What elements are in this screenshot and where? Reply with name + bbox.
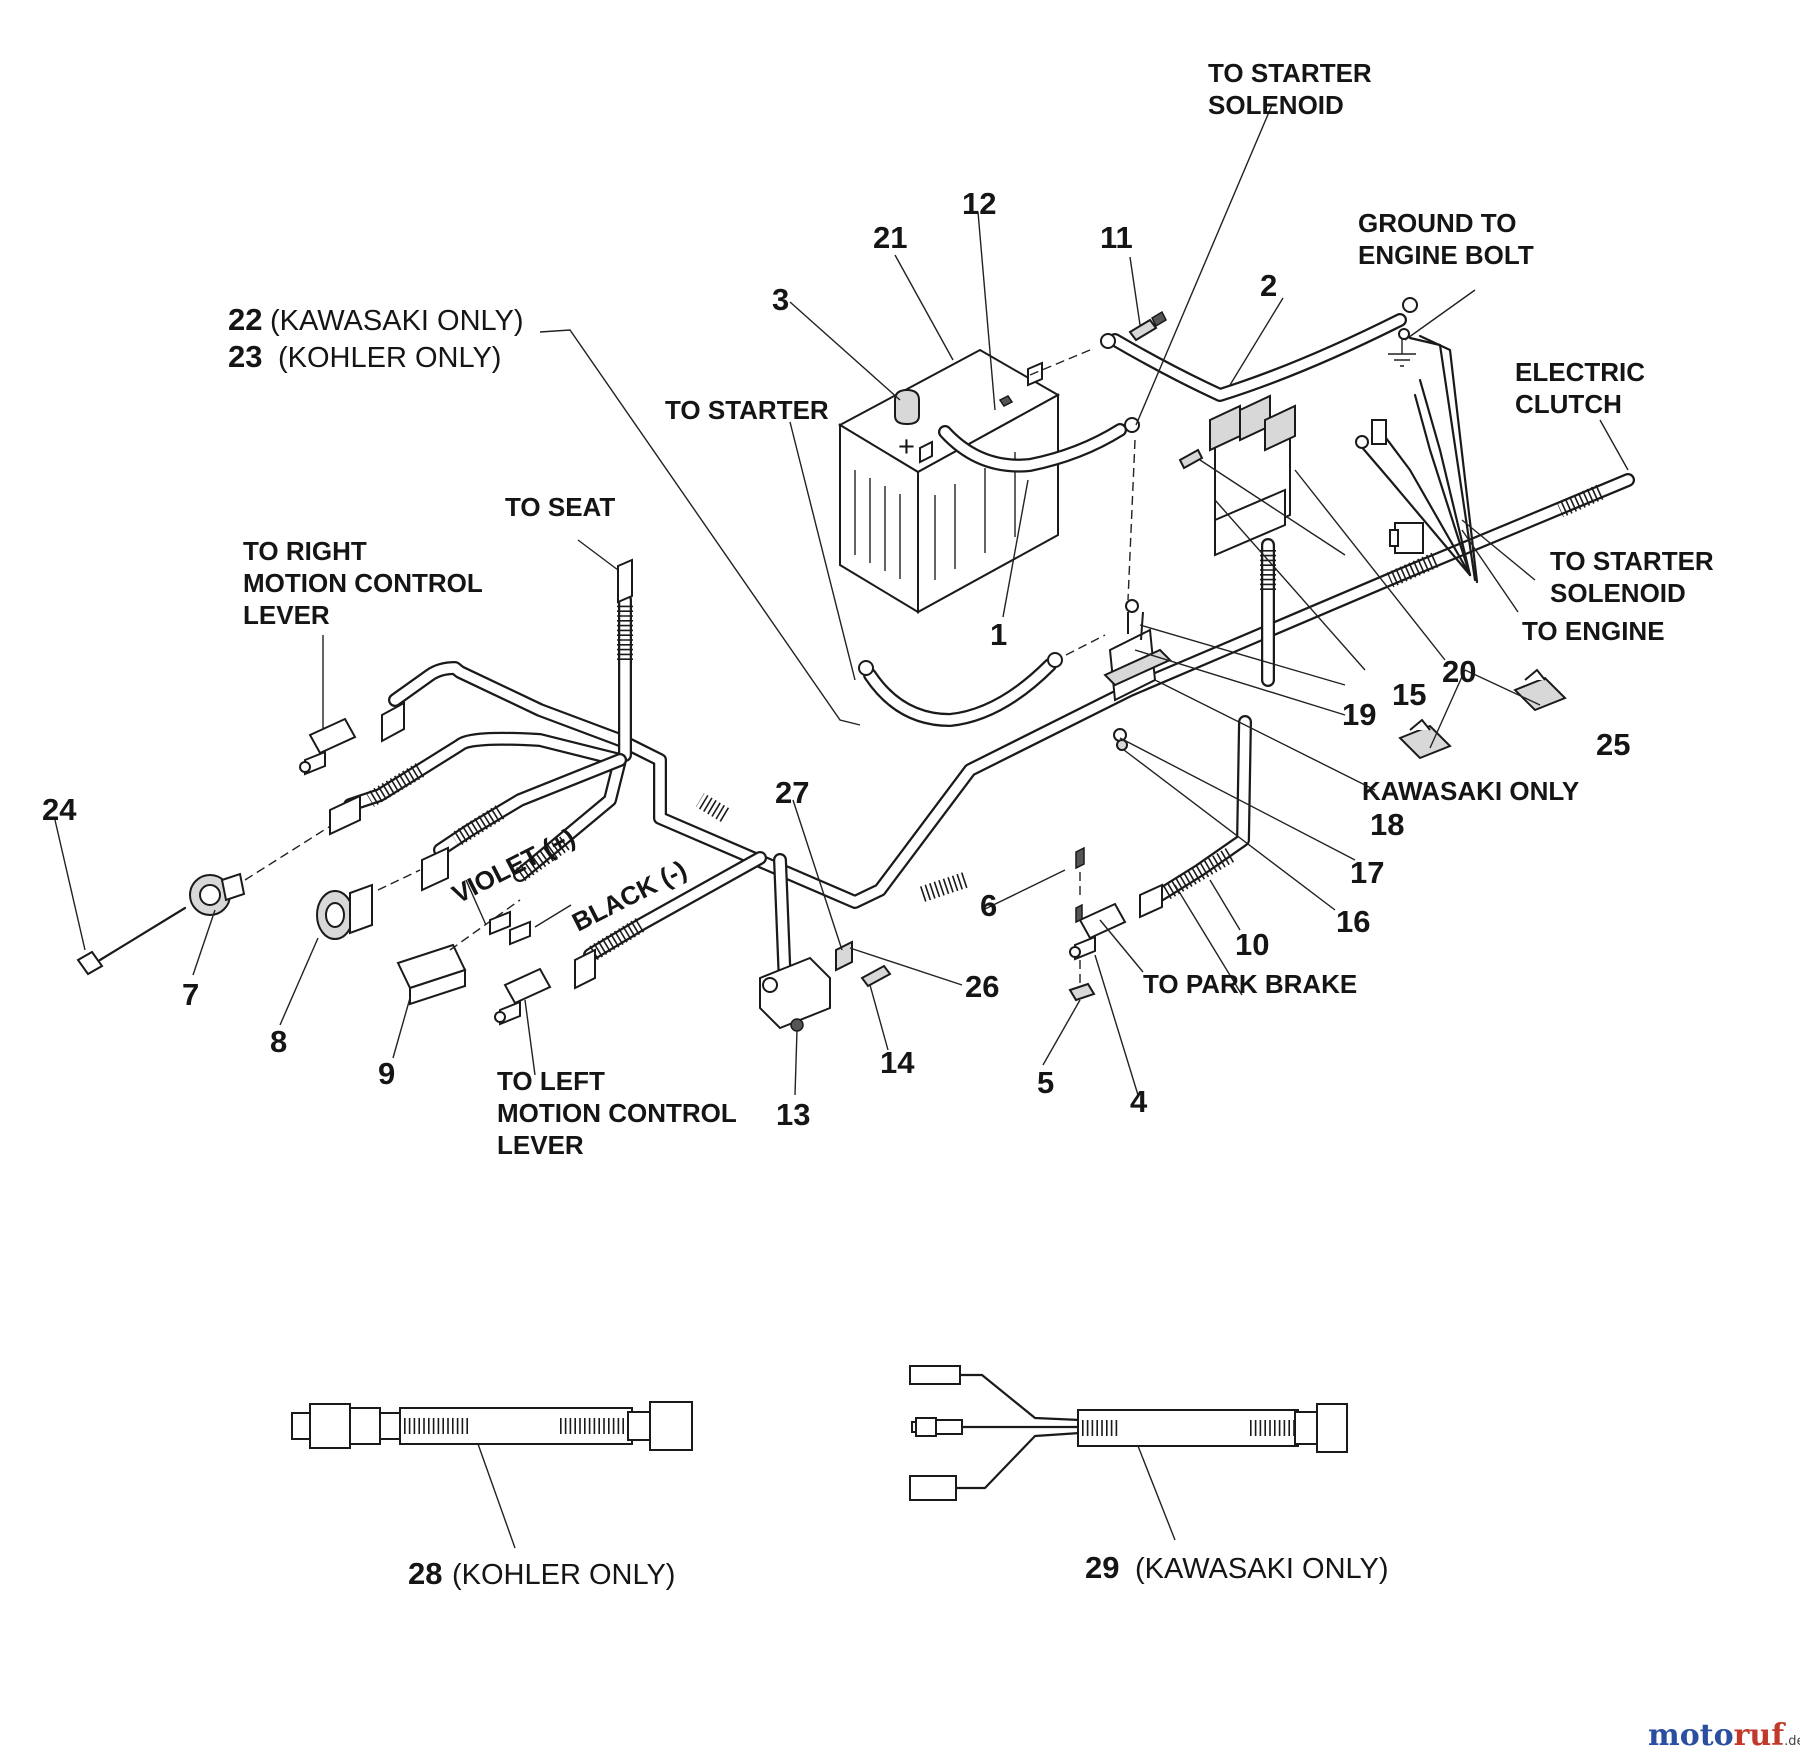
label-to-starter-solenoid-top-l2: SOLENOID [1208,90,1344,120]
harness-connectors [329,558,1163,990]
note-22-kawasaki-only: (KAWASAKI ONLY) [270,305,524,337]
callout-14: 14 [880,1045,915,1080]
callout-25: 25 [1596,727,1630,762]
callout-17: 17 [1350,855,1384,890]
callout-13: 13 [776,1097,810,1132]
callout-29: 29 [1085,1550,1119,1585]
ignition-switch [189,819,341,916]
callout-7: 7 [182,977,199,1012]
starter-solenoid [1103,599,1172,751]
label-to-seat: TO SEAT [505,492,615,522]
svg-text:+: + [898,431,915,463]
callout-16: 16 [1336,904,1370,939]
callout-9: 9 [378,1056,395,1091]
note-28-kohler-only: (KOHLER ONLY) [452,1559,675,1591]
harness-29-kawasaki [909,1365,1348,1541]
label-to-left-mcl-l2: MOTION CONTROL [497,1098,737,1128]
callout-23: 23 [228,339,262,374]
label-to-engine: TO ENGINE [1522,616,1665,646]
callout-3: 3 [772,282,789,317]
callout-28: 28 [408,1556,442,1591]
callout-2: 2 [1260,268,1277,303]
callout-22: 22 [228,302,262,337]
ground-bracket [759,940,892,1032]
label-electric-clutch-l1: ELECTRIC [1515,357,1645,387]
callout-numbers: 1 2 3 4 5 6 7 8 9 10 11 12 13 14 15 16 1… [42,186,1630,1591]
watermark-logo: motoruf.de [1648,1718,1800,1753]
main-wiring-harness [343,473,1635,992]
callout-4: 4 [1130,1084,1148,1119]
label-electric-clutch-l2: CLUTCH [1515,389,1622,419]
label-to-right-mcl-l2: MOTION CONTROL [243,568,483,598]
relay-block [1178,394,1346,557]
harness-28-kohler [291,1401,693,1549]
harness-clips [1398,668,1567,760]
callout-27: 27 [775,775,809,810]
callout-21: 21 [873,220,907,255]
callout-19: 19 [1342,697,1376,732]
label-to-park-brake: TO PARK BRAKE [1143,969,1357,999]
leader-lines [54,104,1629,1096]
callout-26: 26 [965,969,999,1004]
label-to-right-mcl-l1: TO RIGHT [243,536,367,566]
label-to-starter: TO STARTER [665,395,829,425]
label-to-starter-solenoid-right-l1: TO STARTER [1550,546,1714,576]
battery: + [837,348,1061,614]
callout-1: 1 [990,617,1007,652]
bolt-11 [1128,310,1167,342]
label-to-left-mcl-l1: TO LEFT [497,1066,605,1096]
label-ground-to-engine-bolt-l1: GROUND TO [1358,208,1516,238]
callout-20: 20 [1442,654,1476,689]
callout-18: 18 [1370,807,1404,842]
note-23-kohler-only: (KOHLER ONLY) [278,342,501,374]
hour-meter-light [316,869,421,940]
callout-24: 24 [42,792,77,827]
note-29-kawasaki-only: (KAWASAKI ONLY) [1135,1553,1389,1585]
ignition-key [76,906,187,976]
left-motion-control-switch [494,967,552,1026]
engine-leads [1355,334,1479,584]
battery-cables [858,297,1418,727]
right-motion-control-switch [299,717,357,776]
callout-15: 15 [1392,677,1426,712]
label-ground-to-engine-bolt-l2: ENGINE BOLT [1358,240,1534,270]
note-kawasaki-only: KAWASAKI ONLY [1362,776,1579,806]
callout-6: 6 [980,888,997,923]
callout-8: 8 [270,1024,287,1059]
label-to-left-mcl-l3: LEVER [497,1130,584,1160]
watermark-text: motoruf.de [1648,1718,1800,1753]
label-to-starter-solenoid-top-l1: TO STARTER [1208,58,1372,88]
label-to-starter-solenoid-right-l2: SOLENOID [1550,578,1686,608]
label-to-right-mcl-l3: LEVER [243,600,330,630]
park-brake-switch [1068,846,1127,1002]
callout-10: 10 [1235,927,1269,962]
callout-12: 12 [962,186,996,221]
model-notes: (KAWASAKI ONLY) (KOHLER ONLY) (KOHLER ON… [270,305,1579,1591]
callout-11: 11 [1100,220,1133,255]
callout-5: 5 [1037,1065,1054,1100]
